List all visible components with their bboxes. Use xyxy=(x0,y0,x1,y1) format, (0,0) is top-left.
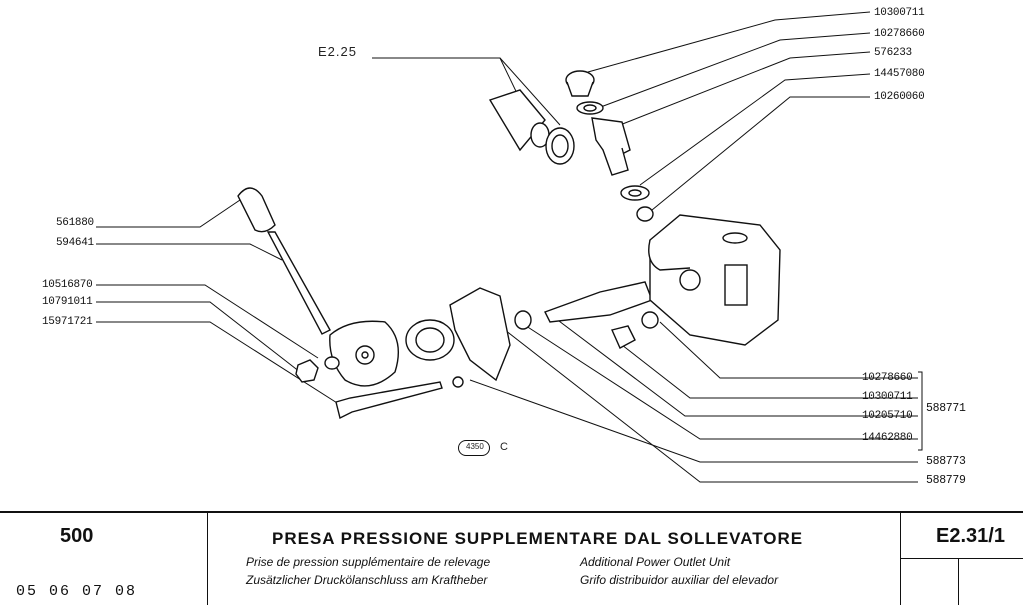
part-15971721: 15971721 xyxy=(42,316,93,328)
page-code: E2.31/1 xyxy=(936,525,1005,548)
code-box-vline xyxy=(958,558,959,605)
part-14462880: 14462880 xyxy=(862,432,913,444)
model-years: 05 06 07 08 xyxy=(16,583,138,600)
ref-e225: E2.25 xyxy=(318,44,357,59)
part-10278660-top: 10278660 xyxy=(874,28,925,40)
leader-588779 xyxy=(504,329,918,483)
leader-10205710 xyxy=(554,317,918,417)
page-code-sheet: /1 xyxy=(988,525,1005,547)
leader-576233 xyxy=(619,51,871,126)
divider-right xyxy=(900,513,901,605)
leader-10278660-top xyxy=(597,32,871,109)
title-en: Additional Power Outlet Unit xyxy=(580,555,731,569)
part-594641: 594641 xyxy=(56,237,94,249)
page-code-main: E2.31 xyxy=(936,525,989,547)
code-box-line xyxy=(900,558,1023,559)
leader-10516870 xyxy=(96,284,319,359)
part-10791011: 10791011 xyxy=(42,296,93,308)
bracket-588771 xyxy=(918,371,923,451)
model-number: 500 xyxy=(60,525,94,547)
part-10300711-bot: 10300711 xyxy=(862,391,913,403)
part-10516870: 10516870 xyxy=(42,279,93,291)
divider-left xyxy=(207,513,208,605)
leader-10300711-top xyxy=(587,11,871,73)
main-title: PRESA PRESSIONE SUPPLEMENTARE DAL SOLLEV… xyxy=(272,529,804,548)
leader-10260060 xyxy=(651,96,870,211)
title-block: 500 05 06 07 08 PRESA PRESSIONE SUPPLEME… xyxy=(0,511,1023,605)
group-588779: 588779 xyxy=(926,474,966,487)
leader-10300711-bot xyxy=(621,344,918,399)
part-561880: 561880 xyxy=(56,217,94,229)
part-10205710: 10205710 xyxy=(862,410,913,422)
leader-14457080 xyxy=(639,73,871,186)
stamp-number: 4350 xyxy=(466,442,484,451)
part-10278660-bot: 10278660 xyxy=(862,372,913,384)
part-10300711-top: 10300711 xyxy=(874,7,925,19)
stamp-oval: 4350 xyxy=(458,440,490,456)
exploded-parts-diagram xyxy=(96,11,923,483)
leader-588773 xyxy=(469,379,918,463)
leader-10791011 xyxy=(96,301,301,373)
leader-10278660-bot xyxy=(659,321,918,379)
leader-14462880 xyxy=(519,321,918,440)
title-fr: Prise de pression supplémentaire de rele… xyxy=(246,555,491,569)
title-es: Grifo distribuidor auxiliar del elevador xyxy=(580,573,779,587)
part-576233: 576233 xyxy=(874,47,912,59)
group-588773: 588773 xyxy=(926,455,966,468)
title-de: Zusätzlicher Druckölanschluss am Krafthe… xyxy=(246,573,488,587)
leader-594641 xyxy=(96,243,283,261)
leader-561880 xyxy=(96,199,241,228)
part-10260060: 10260060 xyxy=(874,91,925,103)
part-14457080: 14457080 xyxy=(874,68,925,80)
parts-drawings xyxy=(237,70,781,420)
stamp-letter: C xyxy=(500,441,508,453)
group-588771: 588771 xyxy=(926,402,966,415)
